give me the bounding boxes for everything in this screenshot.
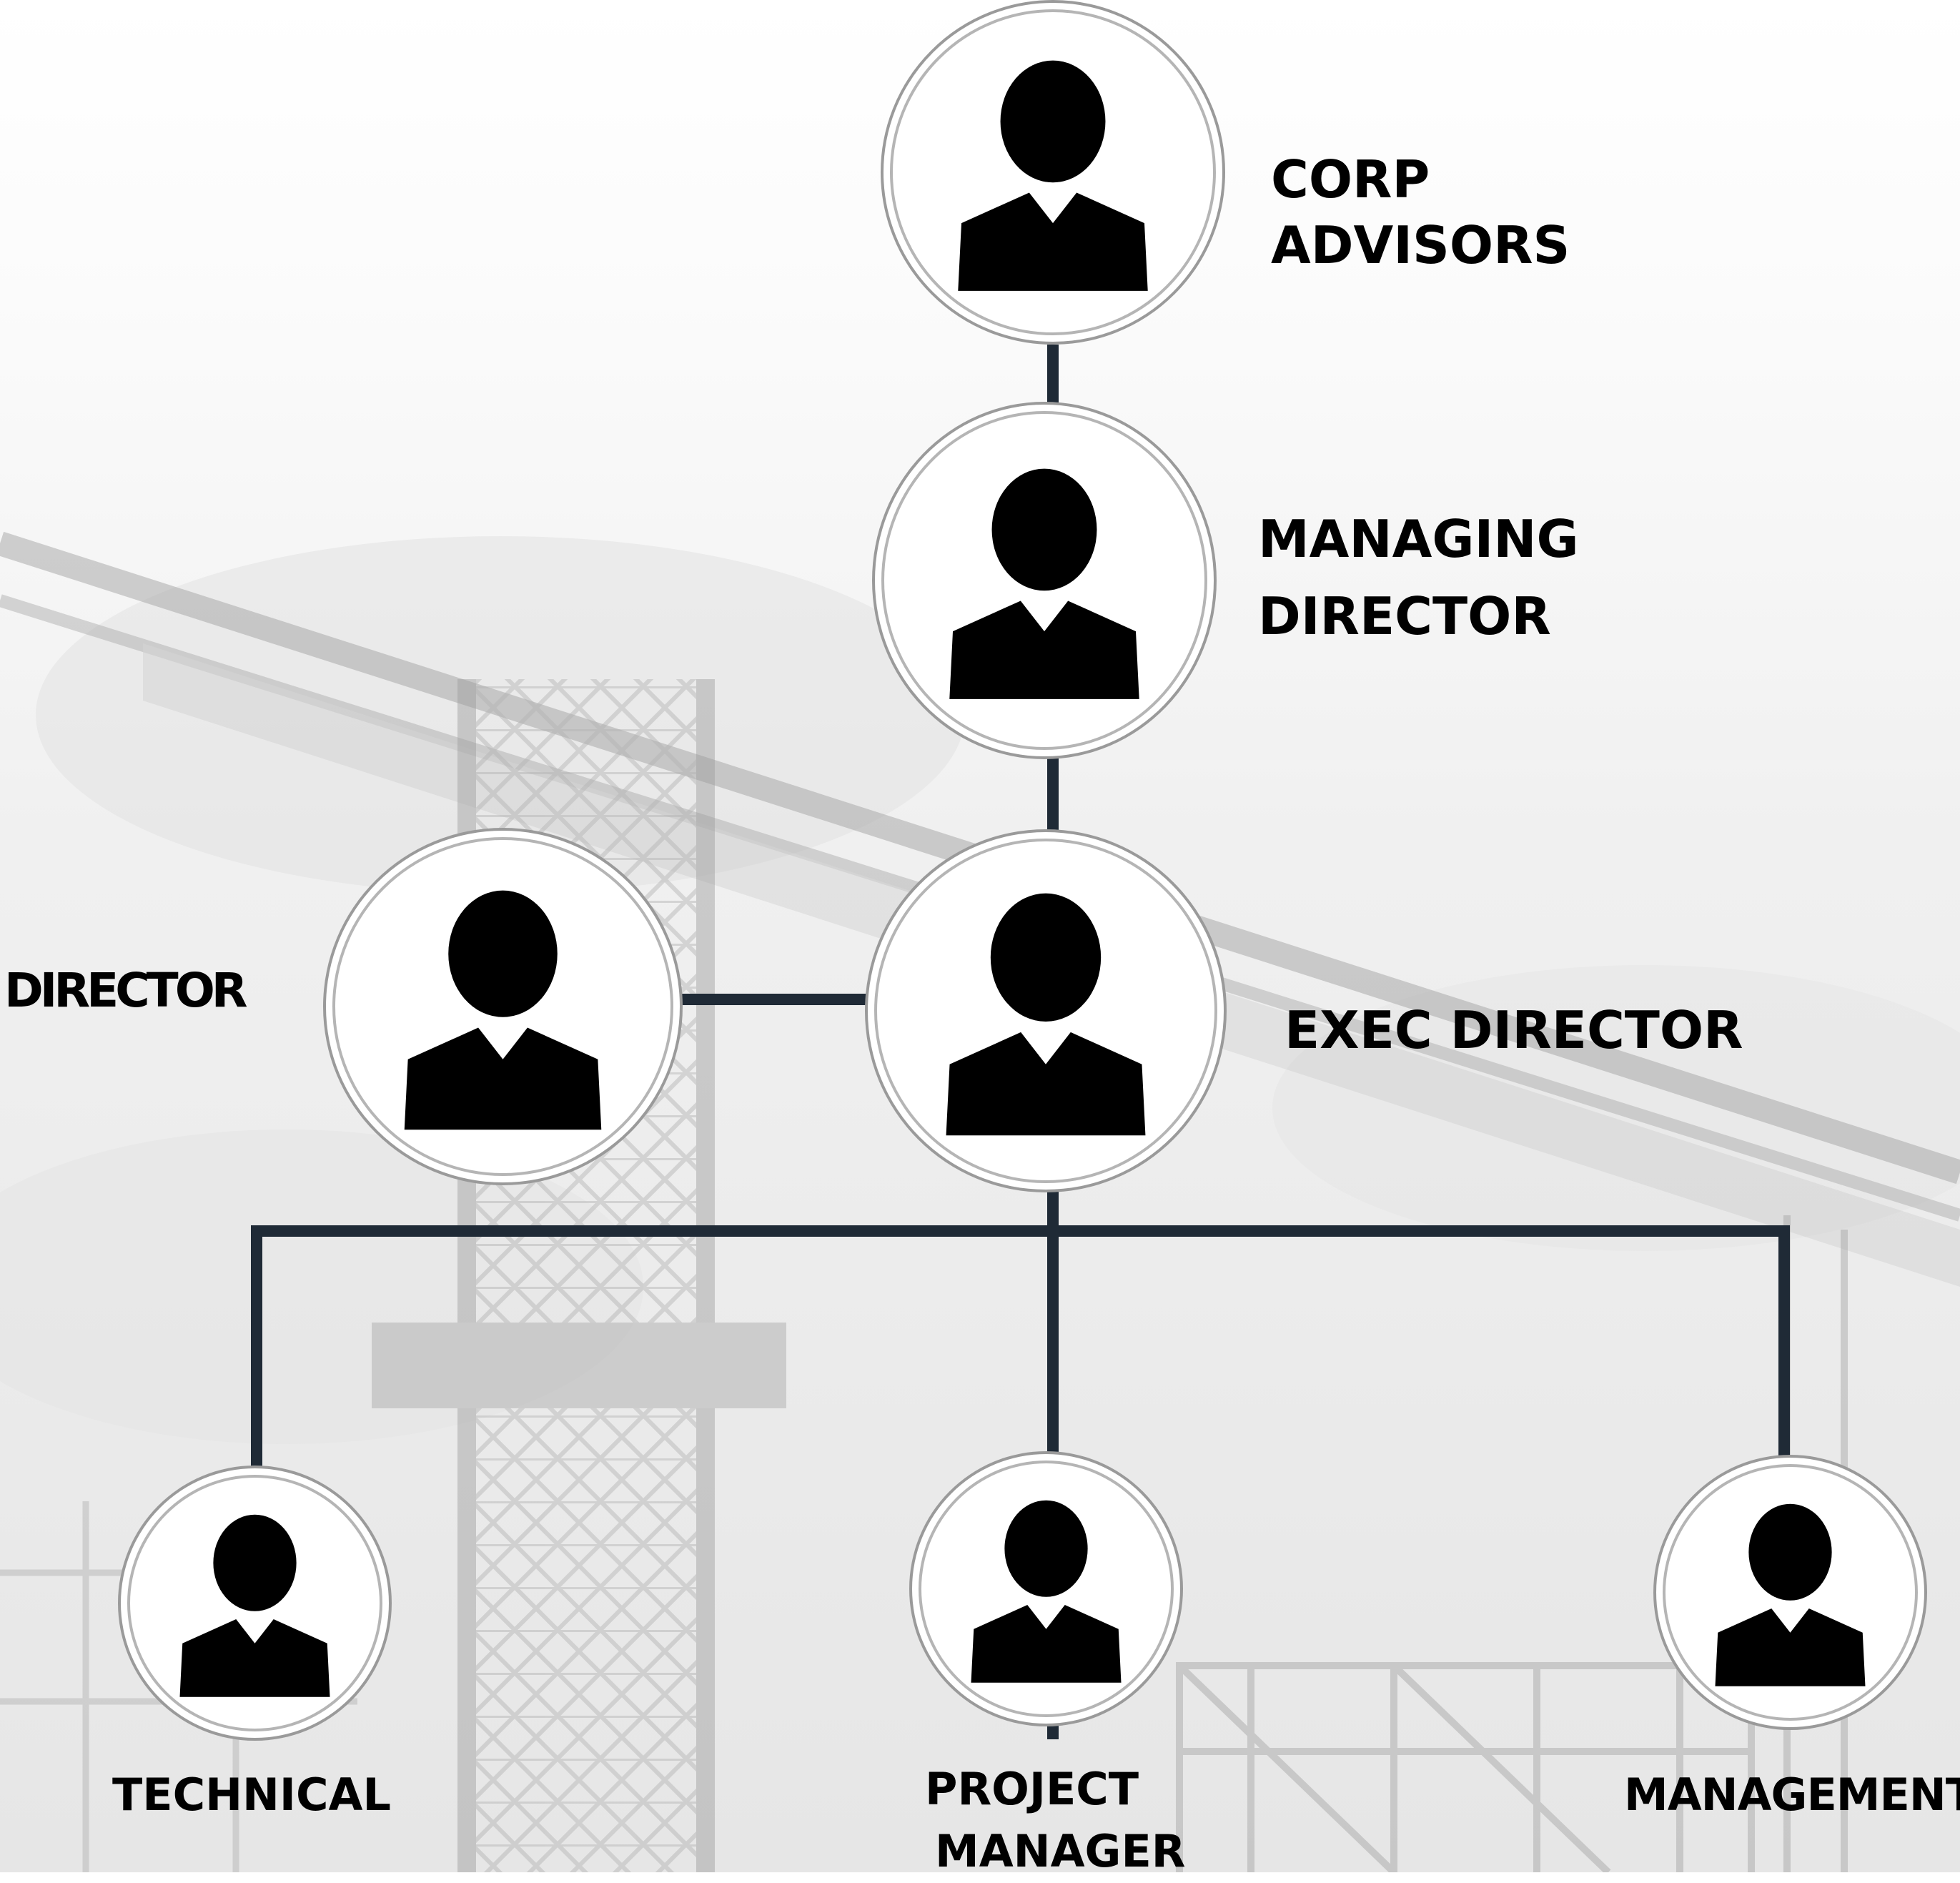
person-silhouette-icon [971,1500,1122,1683]
label-line: DIRECTOR [1258,586,1551,646]
label-line: PROJECT [925,1763,1139,1815]
person-silhouette-icon [179,1514,330,1697]
label-line: CORP [1271,149,1430,209]
person-silhouette-icon [949,468,1139,699]
label-director: DIRECTOR [4,962,248,1020]
person-silhouette-icon [958,60,1148,291]
node-corp-advisors [881,0,1225,345]
label-line: MANAGER [935,1824,1186,1877]
label-line: DIRECTOR [4,963,248,1018]
label-management: MANAGEMENT [1624,1768,1960,1822]
label-project-manager: PROJECT MANAGER [925,1759,1186,1883]
label-corp-advisors: CORP ADVISORS [1271,147,1570,278]
label-exec-director: EXEC DIRECTOR [1285,999,1743,1062]
node-management [1653,1455,1927,1730]
person-silhouette-icon [946,893,1146,1136]
node-exec-director [865,829,1227,1192]
node-managing-director [872,402,1217,759]
label-line: MANAGING [1258,509,1579,569]
label-technical: TECHNICAL [112,1768,391,1822]
node-director [323,828,683,1185]
label-line: TECHNICAL [112,1769,391,1821]
node-project-manager [909,1451,1183,1726]
label-line: ADVISORS [1271,215,1570,276]
label-line: EXEC DIRECTOR [1285,1000,1743,1060]
connector-horizontal-bus [251,1225,1790,1471]
label-line: MANAGEMENT [1624,1769,1960,1821]
node-technical [118,1466,392,1741]
person-silhouette-icon [404,890,602,1130]
label-managing-director: MANAGING DIRECTOR [1258,500,1579,655]
person-silhouette-icon [1715,1503,1866,1686]
